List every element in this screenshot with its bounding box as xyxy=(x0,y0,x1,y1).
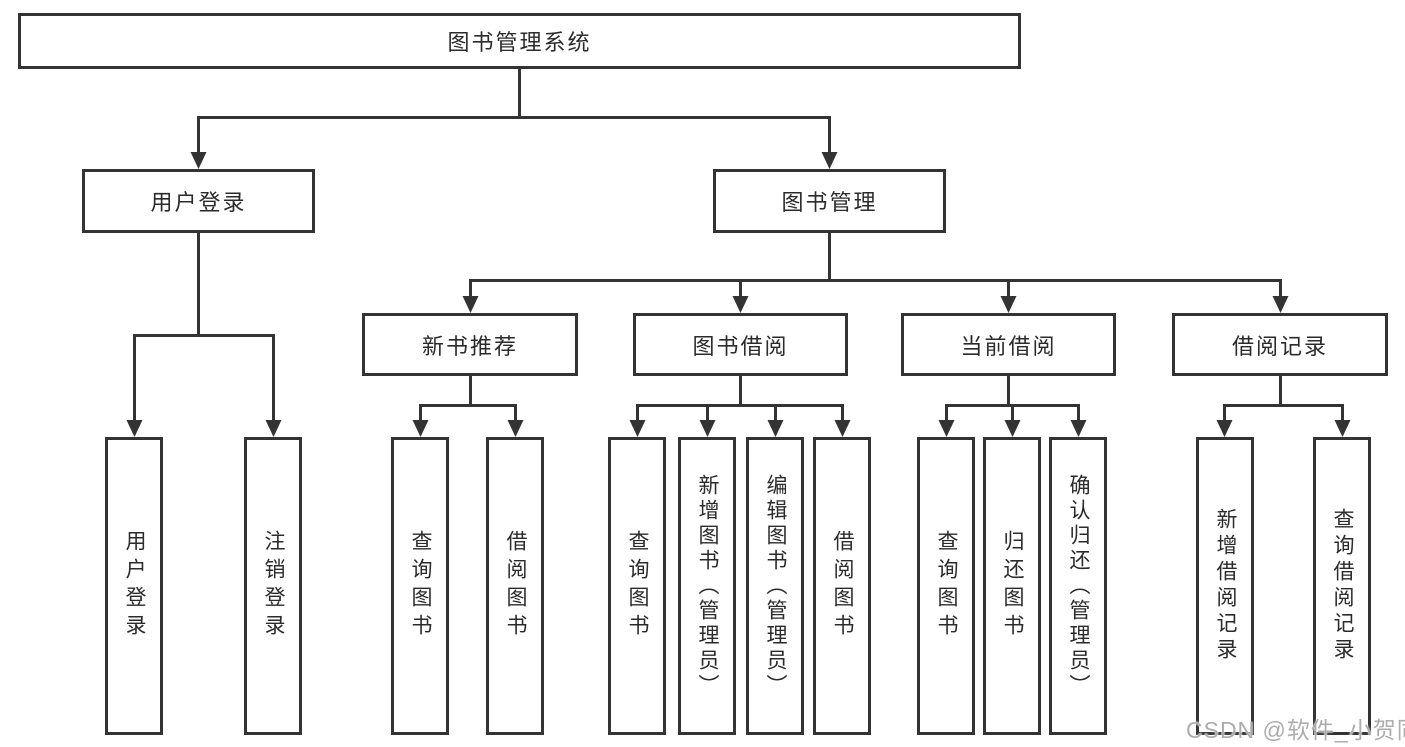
connector-paths xyxy=(133,69,1344,421)
node-borrow-records: 借阅记录 xyxy=(1172,313,1388,376)
node-user-login: 用户登录 xyxy=(82,169,315,233)
leaf-add-borrow-record: 新增借阅记录 xyxy=(1196,437,1254,735)
leaf-query-book-borrow: 查询图书 xyxy=(608,437,666,735)
leaf-add-book-admin: 新增图书（管理员） xyxy=(678,437,736,735)
leaf-query-book-current: 查询图书 xyxy=(917,437,975,735)
leaf-confirm-return-admin: 确认归还（管理员） xyxy=(1049,437,1107,735)
leaf-query-borrow-record: 查询借阅记录 xyxy=(1313,437,1371,735)
arrowheads xyxy=(126,152,1351,437)
watermark-text: CSDN @软件_小贺同学 xyxy=(1186,717,1405,743)
leaf-return-book: 归还图书 xyxy=(983,437,1041,735)
leaf-borrow-book: 借阅图书 xyxy=(813,437,871,735)
leaf-user-login: 用户登录 xyxy=(105,437,163,735)
node-book-management: 图书管理 xyxy=(713,169,946,233)
leaf-logout: 注销登录 xyxy=(244,437,302,735)
node-new-book-recommend: 新书推荐 xyxy=(362,313,578,376)
node-book-borrow: 图书借阅 xyxy=(633,313,848,376)
leaf-edit-book-admin: 编辑图书（管理员） xyxy=(746,437,804,735)
node-current-borrow: 当前借阅 xyxy=(901,313,1116,376)
node-library-management-system: 图书管理系统 xyxy=(18,13,1021,69)
leaf-borrow-book-recommend: 借阅图书 xyxy=(486,437,544,735)
leaf-query-book-recommend: 查询图书 xyxy=(391,437,449,735)
